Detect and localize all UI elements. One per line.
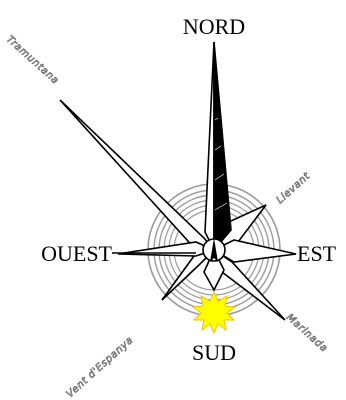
- wind-label-northeast: Llevant: [275, 170, 313, 206]
- south-label: SUD: [192, 340, 236, 365]
- north-needle-light: [205, 42, 214, 250]
- northwest-point: [60, 100, 214, 252]
- wind-label-northwest: Tramuntana: [4, 34, 61, 87]
- compass-hub: [203, 238, 225, 262]
- wind-label-southeast: Marinada: [284, 312, 330, 355]
- west-point: [118, 242, 214, 256]
- wind-label-southwest: Vent d'Espanya: [65, 335, 136, 400]
- east-label: EST: [297, 241, 337, 266]
- west-label: OUEST: [41, 241, 112, 266]
- north-needle-dark: [214, 42, 231, 250]
- north-label: NORD: [183, 14, 245, 39]
